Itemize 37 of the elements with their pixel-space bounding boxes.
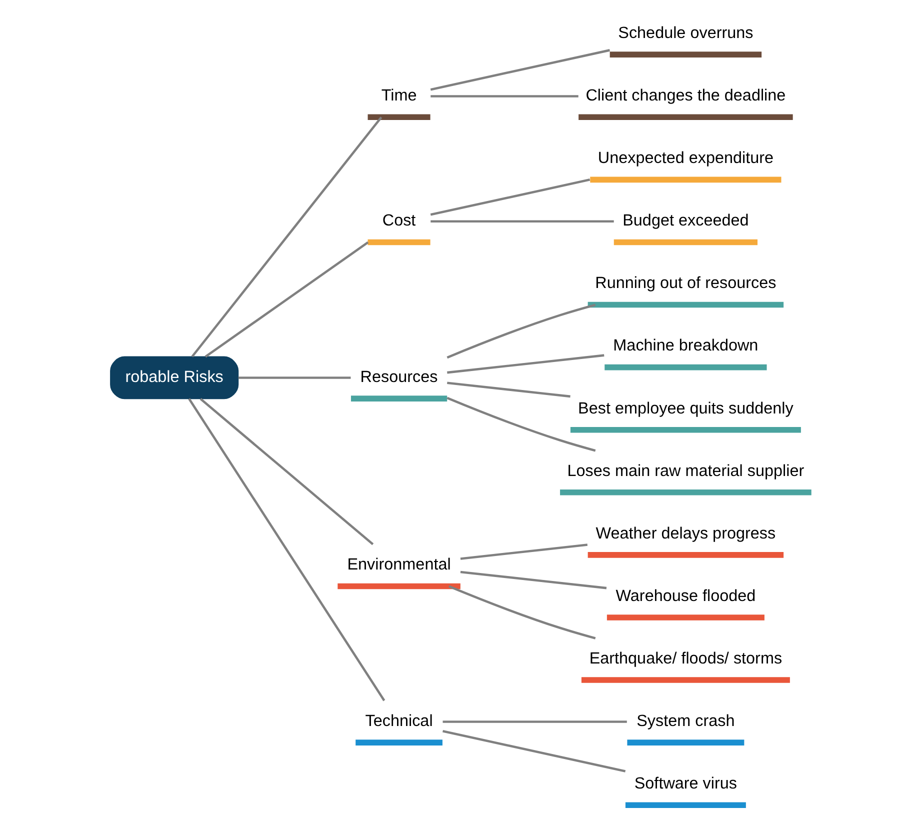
node-text: Technical (364, 712, 432, 730)
node-text: Machine breakdown (612, 336, 758, 355)
connector (204, 241, 368, 358)
connector (199, 398, 374, 546)
node-text: Time (380, 86, 416, 105)
connector (430, 49, 610, 91)
node-text: System crash (636, 712, 734, 730)
connector (446, 396, 596, 452)
connector (430, 220, 614, 223)
connector (188, 398, 385, 702)
connector (238, 376, 350, 379)
node-text: Unexpected expenditure (597, 149, 774, 168)
connector (446, 382, 570, 398)
node-text: Earthquake/ floods/ storms (588, 649, 782, 668)
node-text: Client changes the deadline (585, 86, 786, 105)
connector (430, 178, 590, 216)
node-text: Budget exceeded (622, 212, 748, 230)
node-text: Warehouse flooded (615, 586, 756, 605)
node-text: Schedule overruns (618, 24, 753, 42)
connector (460, 570, 606, 590)
connector (446, 354, 604, 374)
node-text: Environmental (346, 556, 450, 574)
node-text: Resources (360, 368, 438, 386)
connector (190, 116, 382, 358)
node-text: Software virus (634, 774, 737, 793)
connector (442, 730, 626, 772)
node-text: Cost (382, 212, 416, 230)
node-text: Best employee quits suddenly (578, 399, 793, 418)
connector (430, 95, 578, 98)
connector (460, 544, 588, 560)
connector (448, 585, 596, 640)
node-text: Loses main raw material supplier (566, 462, 804, 480)
connector (446, 304, 596, 359)
node-box: robable Risks (110, 356, 238, 400)
connector (442, 720, 626, 723)
node-text: Weather delays progress (595, 524, 776, 542)
node-text: Running out of resources (594, 274, 776, 292)
